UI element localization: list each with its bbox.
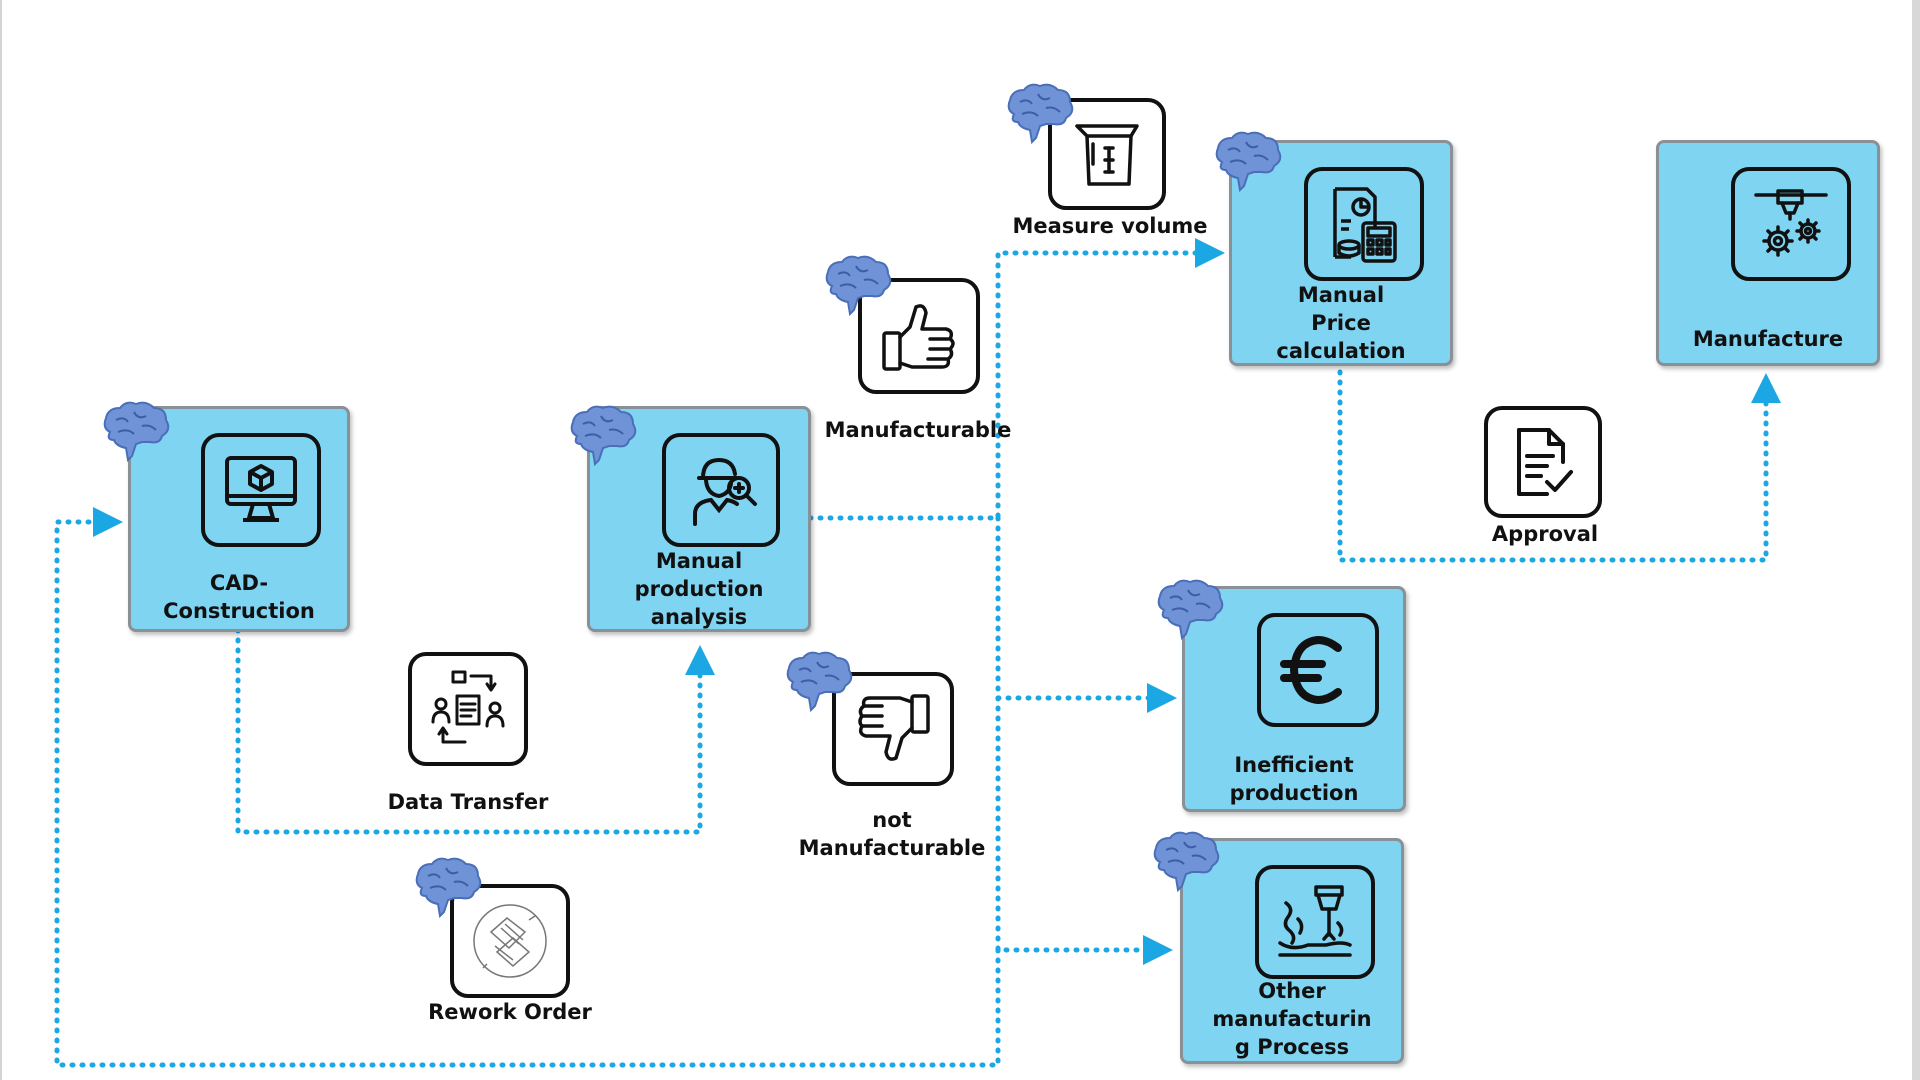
price-label: Manual Price calculation [1276, 283, 1406, 363]
brain-icon [825, 255, 892, 317]
document-check-icon [1517, 428, 1573, 496]
connector-cad-to-analysis [235, 627, 715, 835]
brain-icon [1153, 831, 1220, 893]
monitor-cube-icon [225, 456, 297, 522]
connector-price-to-manufacture [1337, 369, 1781, 563]
approval-tile[interactable] [1484, 406, 1602, 518]
brain-icon [1215, 131, 1282, 193]
brain-icon [570, 405, 637, 467]
cad-construction-box[interactable]: CAD- Construction [128, 406, 350, 632]
manufacturable-tile[interactable] [858, 278, 980, 394]
rework-order-tile[interactable] [450, 884, 570, 998]
not-manufacturable-label: not Manufacturable [798, 808, 986, 860]
other-tile [1255, 865, 1375, 979]
3d-printer-gears-icon [1754, 189, 1828, 257]
manual-production-analysis-box[interactable]: Manual production analysis [587, 406, 811, 632]
inefficient-production-box[interactable]: Inefficient production [1182, 586, 1406, 812]
cad-tile [201, 433, 321, 547]
other-manufacturing-process-box[interactable]: Other manufacturin g Process [1180, 838, 1404, 1064]
manufacture-box[interactable]: Manufacture [1656, 140, 1880, 366]
measure-volume-label: Measure volume [1012, 214, 1208, 238]
cad-label: CAD- Construction [163, 571, 315, 623]
connector-analysis-to-measure [807, 238, 1225, 521]
inefficient-tile [1257, 613, 1379, 727]
other-label: Other manufacturin g Process [1212, 979, 1372, 1059]
rework-cycle-icon [473, 904, 547, 978]
cnc-milling-icon [1278, 885, 1352, 957]
brain-icon [103, 401, 170, 463]
data-exchange-icon [431, 670, 505, 744]
thumbs-down-icon [858, 694, 930, 761]
manual-price-calculation-box[interactable]: Manual Price calculation [1229, 140, 1453, 366]
measuring-cup-icon [1075, 124, 1139, 186]
brain-icon [1007, 83, 1074, 145]
approval-label: Approval [1491, 522, 1599, 546]
brain-icon [1157, 579, 1224, 641]
connector-to-other-process [995, 695, 1173, 965]
price-tile [1304, 167, 1424, 281]
frame-right-edge [1912, 0, 1920, 1080]
rework-order-label: Rework Order [428, 1000, 592, 1024]
data-transfer-label: Data Transfer [387, 790, 549, 814]
brain-icon [786, 651, 853, 713]
brain-icon [415, 857, 482, 919]
manufacture-label: Manufacture [1692, 327, 1844, 351]
inefficient-label: Inefficient production [1229, 753, 1359, 805]
engineer-search-icon [693, 457, 757, 526]
manufacture-tile [1731, 167, 1851, 281]
analysis-label: Manual production analysis [634, 549, 764, 629]
not-manufacturable-tile[interactable] [832, 672, 954, 786]
manufacturable-label: Manufacturable [824, 418, 1012, 442]
frame-left-edge [0, 0, 2, 1080]
calculator-report-icon [1333, 187, 1397, 263]
connector-rework-loop [54, 507, 1001, 1068]
connector-to-inefficient [995, 515, 1177, 713]
data-transfer-tile[interactable] [408, 652, 528, 766]
thumbs-up-icon [882, 304, 955, 371]
euro-icon [1280, 635, 1342, 705]
analysis-tile [662, 433, 780, 547]
